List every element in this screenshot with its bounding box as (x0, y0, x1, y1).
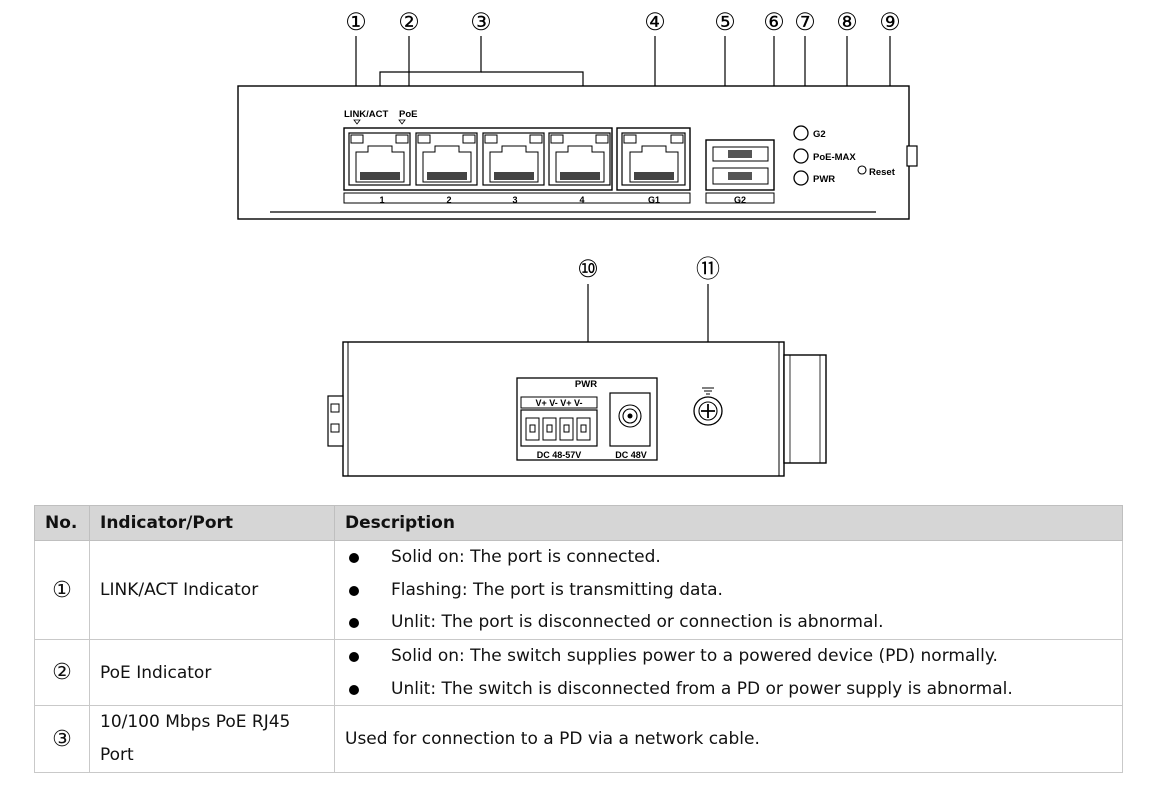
row-name: LINK/ACT Indicator (89, 540, 335, 640)
dc-jack-rating-label: DC 48V (615, 450, 647, 460)
terminal-block (520, 409, 598, 447)
description-item: Unlit: The switch is disconnected from a… (345, 673, 1112, 706)
led-label-g2: G2 (813, 129, 826, 140)
reset-button (857, 165, 867, 175)
rj45-port-g1 (616, 127, 691, 191)
description-item: Flashing: The port is transmitting data. (345, 574, 1112, 607)
row-name: PoE Indicator (89, 639, 335, 706)
row-name: 10/100 Mbps PoE RJ45 Port (89, 705, 335, 773)
front-panel: LINK/ACT PoE (237, 85, 918, 220)
description-item: Unlit: The port is disconnected or conne… (345, 606, 1112, 639)
callout-10: ⑩ (577, 256, 599, 283)
led-label-pwr: PWR (813, 174, 835, 185)
row-name-line: Port (100, 745, 134, 765)
callout-3: ③ (470, 9, 492, 36)
led-label-poe-max: PoE-MAX (813, 152, 856, 163)
header-indicator-port: Indicator/Port (89, 505, 335, 541)
callout-1: ① (345, 9, 367, 36)
rj45-port-4 (548, 132, 611, 186)
dc-jack (609, 392, 651, 447)
table-row: ① LINK/ACT Indicator Solid on: The port … (34, 540, 1123, 640)
port-label-2: 2 (446, 195, 451, 205)
callout-2: ② (398, 9, 420, 36)
indicator-port-table: No. Indicator/Port Description ① LINK/AC… (34, 505, 1123, 773)
sfp-port-g2 (705, 139, 775, 191)
header-no: No. (34, 505, 90, 541)
device-panel-diagram: ① ② ③ ④ ⑤ ⑥ ⑦ ⑧ ⑨ ⑩ ⑪ LINK/ACT PoE (237, 9, 918, 477)
terminal-pins-label: V+ V- V+ V- (535, 398, 582, 408)
port-label-1: 1 (379, 195, 384, 205)
ground-icon (693, 387, 723, 426)
callout-7: ⑦ (794, 9, 816, 36)
led-pwr (793, 170, 809, 186)
rj45-port-1 (348, 132, 411, 186)
poe-label: PoE (399, 109, 417, 120)
table-row: ② PoE Indicator Solid on: The switch sup… (34, 639, 1123, 706)
reset-label: Reset (869, 167, 896, 178)
terminal-rating-label: DC 48-57V (537, 450, 582, 460)
callout-6: ⑥ (763, 9, 785, 36)
table-row: ③ 10/100 Mbps PoE RJ45 Port Used for con… (34, 705, 1123, 773)
row-number: ① (34, 540, 90, 640)
callout-11: ⑪ (696, 256, 720, 283)
pwr-label: PWR (575, 379, 597, 390)
port-label-3: 3 (512, 195, 517, 205)
row-description: Solid on: The switch supplies power to a… (334, 639, 1123, 706)
row-description: Solid on: The port is connected. Flashin… (334, 540, 1123, 640)
rj45-port-3 (482, 132, 545, 186)
callout-9: ⑨ (879, 9, 901, 36)
description-item: Solid on: The switch supplies power to a… (345, 640, 1112, 673)
header-description: Description (334, 505, 1123, 541)
led-poe-max (793, 148, 809, 164)
row-number: ③ (34, 705, 90, 773)
port-label-4: 4 (579, 195, 584, 205)
row-name-line: 10/100 Mbps PoE RJ45 (100, 712, 291, 732)
rear-panel: PWR V+ V- V+ V- DC 48-57V DC 48V (327, 341, 827, 477)
port-label-g1: G1 (648, 195, 660, 205)
port-label-g2: G2 (734, 195, 746, 205)
rj45-port-2 (415, 132, 478, 186)
callout-8: ⑧ (836, 9, 858, 36)
row-number: ② (34, 639, 90, 706)
table-header-row: No. Indicator/Port Description (34, 505, 1123, 541)
row-description: Used for connection to a PD via a networ… (334, 705, 1123, 773)
led-g2 (793, 125, 809, 141)
callout-5: ⑤ (714, 9, 736, 36)
link-act-label: LINK/ACT (344, 109, 389, 120)
callout-4: ④ (644, 9, 666, 36)
description-item: Solid on: The port is connected. (345, 541, 1112, 574)
